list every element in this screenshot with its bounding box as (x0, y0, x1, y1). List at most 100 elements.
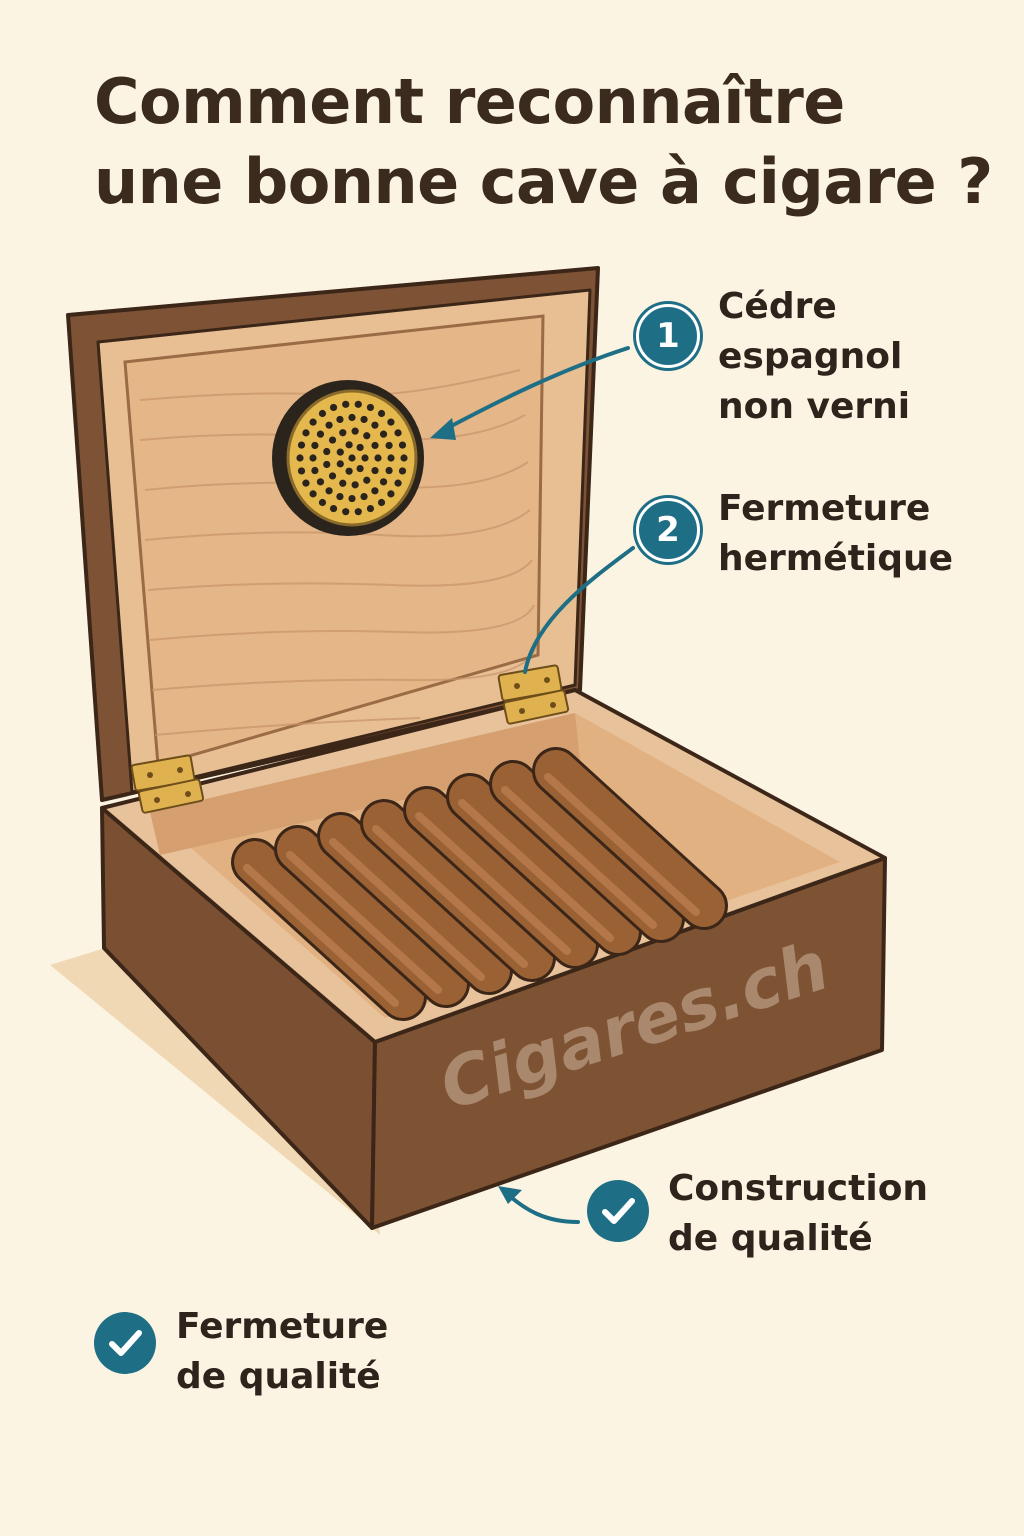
arrow-1-head (430, 418, 456, 440)
humidifier-hole (354, 400, 362, 408)
humidifier-hole (328, 436, 337, 444)
cigar (317, 812, 513, 995)
callout-2-line-1: Fermeture (718, 488, 931, 529)
check-icon (94, 1312, 156, 1374)
hinge-right-icon (497, 664, 570, 725)
humidifier-hole (348, 413, 356, 422)
hinge-left-icon (130, 754, 205, 814)
callout-2-line-2: hermétique (718, 538, 954, 579)
check-fermeture-line-1: Fermeture (176, 1306, 389, 1347)
humidifier-hole (385, 441, 393, 450)
humidifier-hole (398, 467, 407, 475)
humidifier-hole (371, 421, 379, 429)
humidifier-hole (309, 490, 317, 498)
cigar (231, 838, 427, 1021)
arrow-2 (523, 546, 635, 674)
humidifier-hole (316, 478, 325, 486)
lid-inner-panel (123, 314, 545, 767)
humidifier-hole (400, 454, 408, 462)
humidifier-hole (354, 508, 362, 516)
cigar (360, 799, 556, 982)
cigar (274, 825, 470, 1008)
humidifier-hole (348, 494, 356, 503)
humidifier-hole (387, 418, 395, 426)
humidifier-hole (318, 409, 327, 418)
cigar (403, 786, 599, 969)
humidifier-hole (387, 454, 395, 462)
callout-1-badge: 1 (636, 304, 700, 368)
callout-2-text: Fermeture hermétique (718, 484, 953, 584)
humidifier-hole (302, 429, 310, 437)
humidifier-hole (329, 403, 338, 412)
humidifier-hole (325, 421, 333, 429)
humidifier-hole (296, 454, 304, 462)
humidifier-hole (329, 504, 338, 513)
box-interior-back (150, 713, 580, 855)
humidifier-hole (371, 466, 379, 475)
humidifier-hole (360, 415, 368, 424)
humidifier-hole (311, 441, 319, 450)
check-construction-text: Construction de qualité (668, 1164, 928, 1264)
humidifier-hole (356, 443, 364, 452)
humidifier-hole (394, 429, 402, 437)
humidifier-hole (377, 498, 386, 507)
humidifier-hole (379, 430, 388, 438)
humidifier-hole (309, 418, 317, 426)
humidifier-hole (309, 454, 317, 462)
humidifier-hole (348, 454, 356, 462)
humidifier-hole (394, 479, 402, 487)
humidifier-hole (336, 492, 344, 501)
check-fermeture-line-2: de qualité (176, 1356, 381, 1397)
callout-1-line-2: espagnol (718, 336, 903, 377)
humidifier-hole (351, 427, 359, 435)
humidifier-hole (325, 487, 333, 495)
humidifier-hole (342, 400, 350, 408)
humidifier-hole (385, 466, 393, 475)
humidifier-hole (336, 415, 344, 424)
humidifier-hole (371, 441, 379, 450)
humidifier-hole (377, 409, 386, 418)
callout-1-text: Cédre espagnol non verni (718, 282, 910, 432)
humidifier-hole (297, 467, 306, 475)
callout-2-badge: 2 (636, 498, 700, 562)
humidifier-hole (351, 481, 359, 489)
arrow-1 (438, 346, 630, 434)
humidifier-hole (318, 498, 327, 507)
humidifier-hole (387, 490, 395, 498)
cigar (532, 747, 728, 930)
callout-1-line-3: non verni (718, 386, 911, 427)
humidifier-hole (311, 466, 319, 475)
humidifier-hole (356, 464, 364, 473)
humidifier-hole (316, 430, 325, 438)
humidifier-hole (366, 504, 375, 513)
humidifier-hole (339, 479, 347, 487)
humidifier-hole (339, 429, 347, 437)
box-shadow (50, 948, 380, 1235)
humidifier-hole (336, 460, 344, 468)
humidifier-hole (371, 487, 379, 495)
callout-1-line-1: Cédre (718, 286, 837, 327)
humidifier-hole (379, 478, 388, 486)
title-line-1: Comment reconnaître (94, 65, 845, 138)
humidifier-hole (302, 479, 310, 487)
cigar (489, 760, 685, 943)
humidifier-hole (363, 432, 371, 440)
humidifier-hole (345, 467, 353, 475)
cigar (446, 773, 642, 956)
title-line-2: une bonne cave à cigare ? (94, 145, 993, 218)
check-icon (587, 1180, 649, 1242)
check-construction-line-1: Construction (668, 1168, 929, 1209)
humidifier-hole (323, 460, 331, 469)
humidifier-hole (342, 508, 350, 516)
humidifier-icon (272, 380, 424, 536)
check-construction-line-2: de qualité (668, 1218, 873, 1259)
arrow-3 (503, 1190, 580, 1224)
cigar-row (231, 747, 728, 1021)
humidifier-hole (336, 448, 344, 456)
page-title: Comment reconnaître une bonne cave à cig… (94, 62, 994, 222)
humidifier-hole (297, 441, 306, 449)
humidifier-hole (361, 454, 369, 462)
check-fermeture-text: Fermeture de qualité (176, 1302, 388, 1402)
humidifier-hole (366, 403, 375, 412)
